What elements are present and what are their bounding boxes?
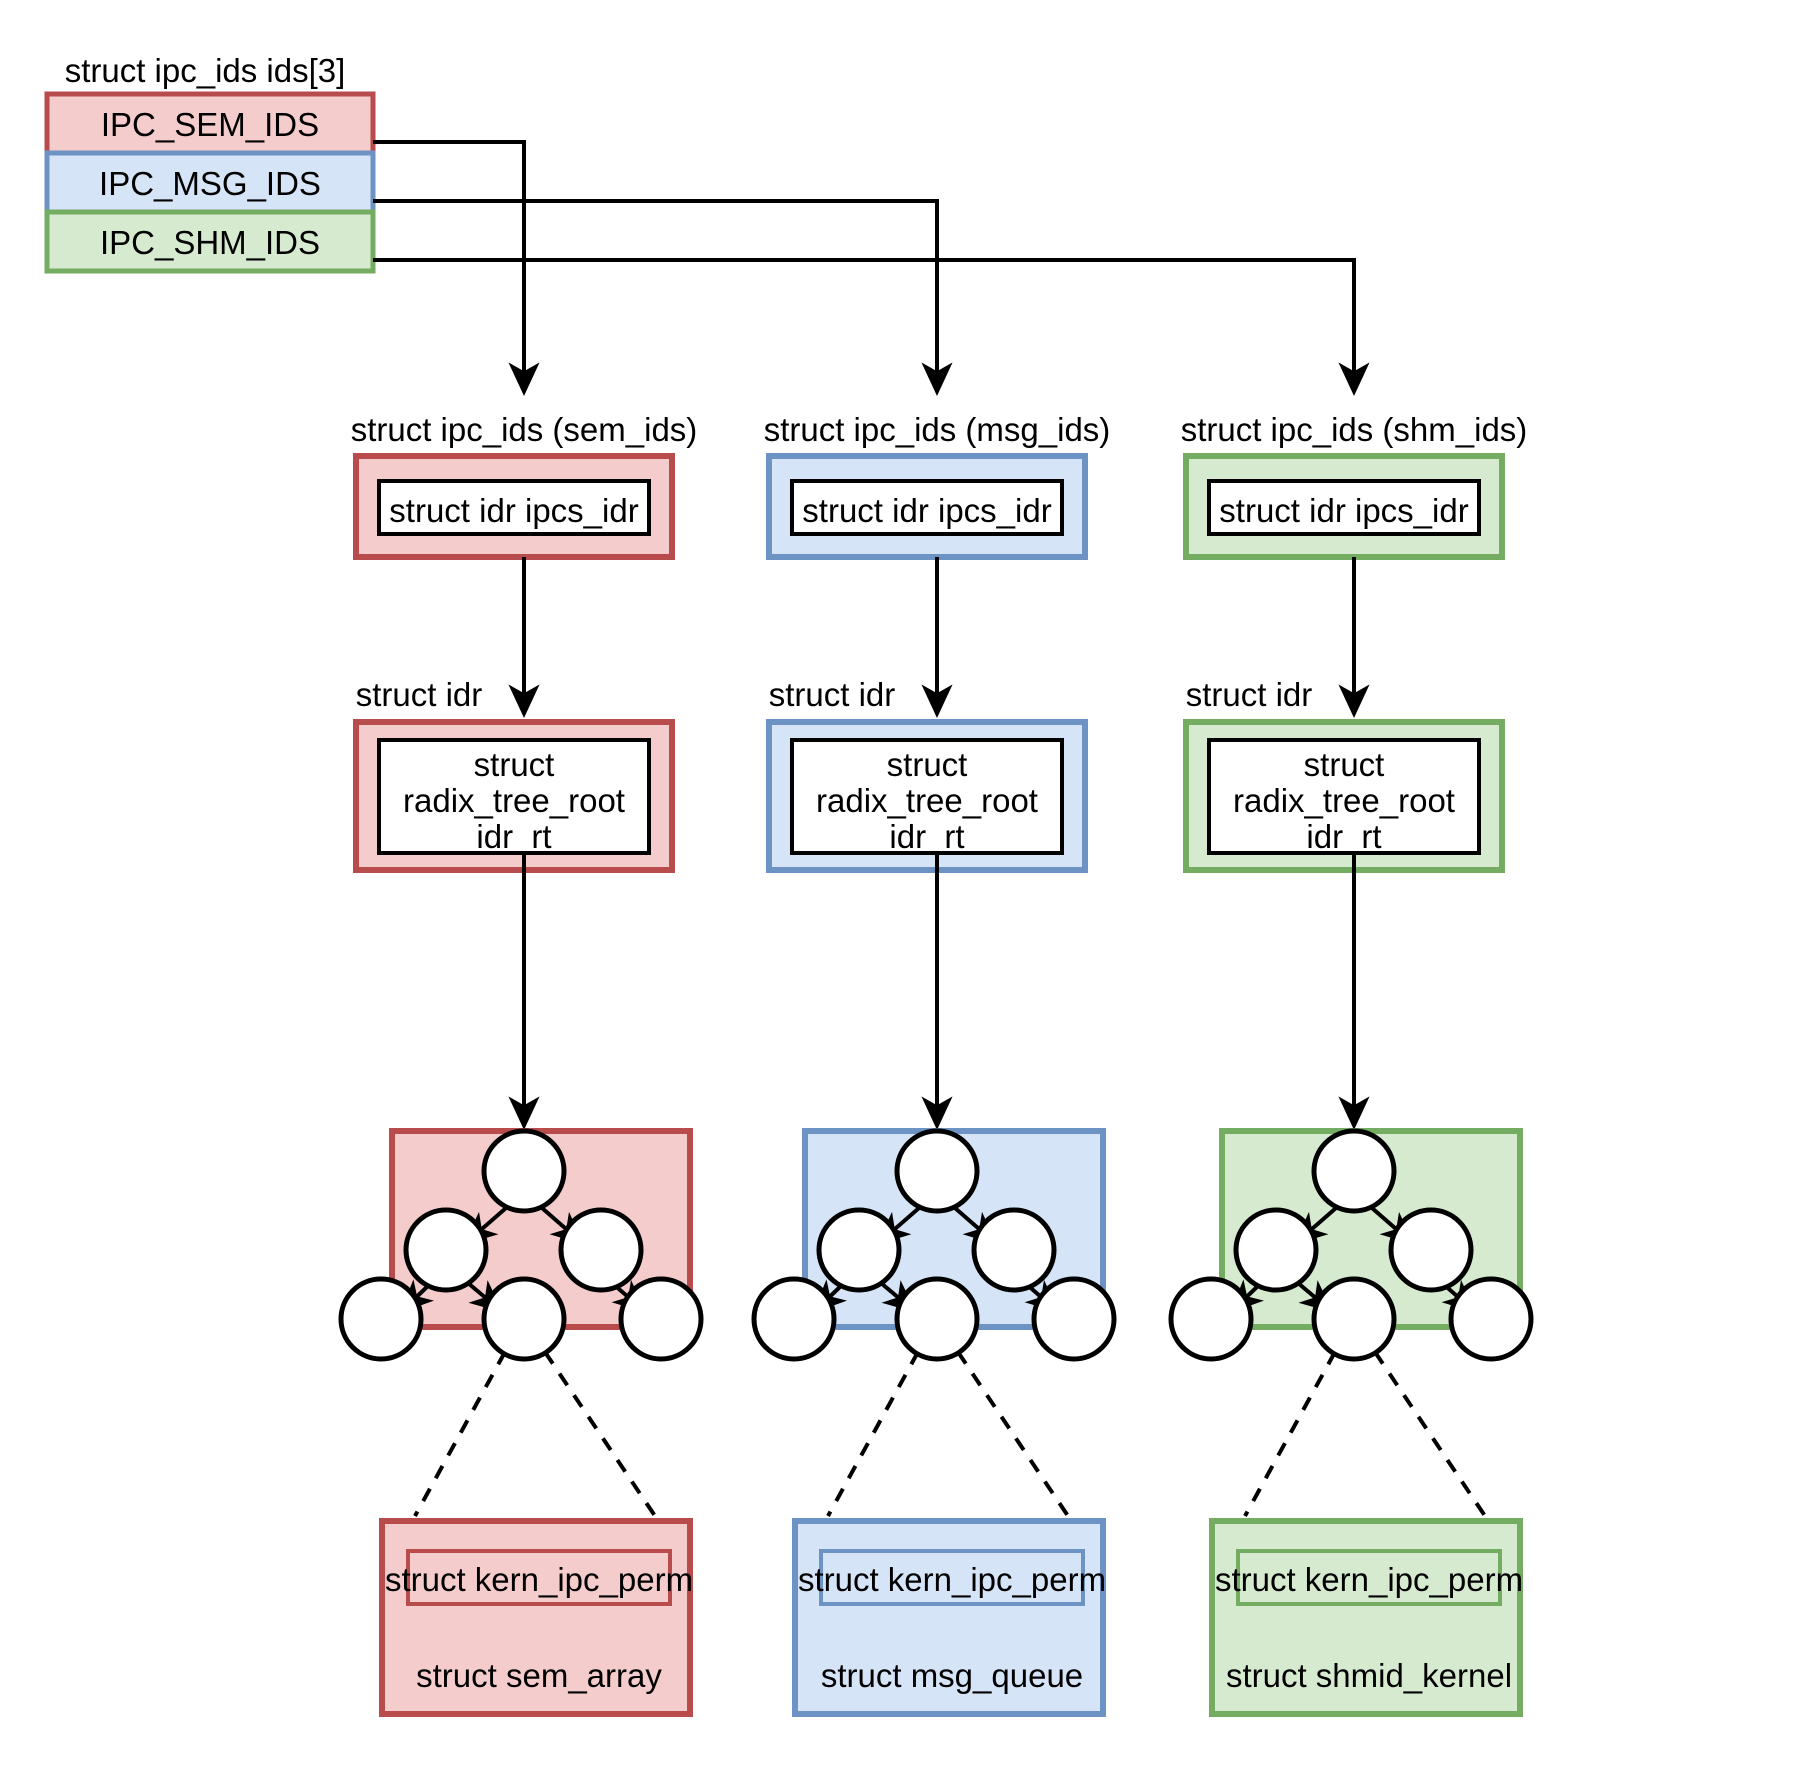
- shm-tree-node-root[interactable]: [1311, 1128, 1397, 1214]
- sem-kern-ipc-perm-label: struct kern_ipc_perm: [385, 1561, 693, 1598]
- shm-idr-rt-line-1: struct: [1304, 746, 1385, 783]
- shm-object-label: struct shmid_kernel: [1226, 1657, 1512, 1694]
- sem-ipcs-idr-field[interactable]: [377, 479, 651, 536]
- msg-ipcs-idr-label: struct idr ipcs_idr: [802, 492, 1051, 529]
- shm-kern-ipc-perm-label: struct kern_ipc_perm: [1215, 1561, 1523, 1598]
- msg-object-label: struct msg_queue: [821, 1657, 1083, 1694]
- column-sem: struct ipc_ids (sem_ids) struct idr ipcs…: [338, 411, 704, 1717]
- ids-array-cell-shm-label: IPC_SHM_IDS: [100, 224, 320, 261]
- msg-idr-rt-line-3: idr_rt: [889, 818, 964, 855]
- sem-kern-ipc-perm-field[interactable]: [406, 1549, 672, 1606]
- shm-idr-caption: struct idr: [1186, 676, 1313, 713]
- column-msg: struct ipc_ids (msg_ids) struct idr ipcs…: [751, 411, 1117, 1717]
- ids-array-cell-shm[interactable]: [44, 209, 376, 274]
- msg-dashed-right: [956, 1350, 1070, 1518]
- shm-tree-node-ll[interactable]: [1168, 1276, 1254, 1362]
- shm-dashed-left: [1243, 1351, 1337, 1517]
- msg-ipc-ids-caption: struct ipc_ids (msg_ids): [764, 411, 1111, 448]
- sem-ipcs-idr-label: struct idr ipcs_idr: [389, 492, 638, 529]
- shm-dashed-right: [1373, 1350, 1487, 1518]
- sem-tree-node-rr[interactable]: [618, 1276, 704, 1362]
- shm-tree-node-rr[interactable]: [1448, 1276, 1534, 1362]
- msg-tree-node-l[interactable]: [816, 1207, 902, 1293]
- shm-idr-rt-line-2: radix_tree_root: [1233, 782, 1455, 819]
- sem-tree-node-l[interactable]: [403, 1207, 489, 1293]
- msg-tree-node-rr[interactable]: [1031, 1276, 1117, 1362]
- msg-idr-rt-line-2: radix_tree_root: [816, 782, 1038, 819]
- column-shm: struct ipc_ids (shm_ids) struct idr ipcs…: [1168, 411, 1534, 1717]
- sem-object-label: struct sem_array: [416, 1657, 662, 1694]
- connector-shm: [373, 258, 1370, 396]
- shm-idr-rt-line-3: idr_rt: [1306, 818, 1381, 855]
- shm-ipcs-idr-label: struct idr ipcs_idr: [1219, 492, 1468, 529]
- sem-idr-rt-line-1: struct: [474, 746, 555, 783]
- ids-array-title: struct ipc_ids ids[3]: [65, 52, 346, 89]
- sem-tree-node-root[interactable]: [481, 1128, 567, 1214]
- ids-array-cell-msg-label: IPC_MSG_IDS: [99, 165, 321, 202]
- msg-tree-node-root[interactable]: [894, 1128, 980, 1214]
- sem-tree-node-r[interactable]: [558, 1207, 644, 1293]
- msg-idr-rt-field[interactable]: [790, 738, 1064, 855]
- sem-dashed-left: [413, 1351, 507, 1517]
- msg-idr-caption: struct idr: [769, 676, 896, 713]
- connector-sem: [373, 140, 540, 396]
- ids-array-cell-sem-label: IPC_SEM_IDS: [101, 106, 319, 143]
- shm-tree-node-l[interactable]: [1233, 1207, 1319, 1293]
- sem-tree-node-ll[interactable]: [338, 1276, 424, 1362]
- msg-kern-ipc-perm-field[interactable]: [819, 1549, 1085, 1606]
- msg-tree-node-r[interactable]: [971, 1207, 1057, 1293]
- shm-idr-rt-field[interactable]: [1207, 738, 1481, 855]
- msg-idr-rt-line-1: struct: [887, 746, 968, 783]
- shm-tree-node-r[interactable]: [1388, 1207, 1474, 1293]
- sem-tree-node-lr[interactable]: [481, 1276, 567, 1362]
- msg-tree-node-ll[interactable]: [751, 1276, 837, 1362]
- sem-idr-rt-line-2: radix_tree_root: [403, 782, 625, 819]
- sem-idr-rt-line-3: idr_rt: [476, 818, 551, 855]
- shm-ipc-ids-caption: struct ipc_ids (shm_ids): [1181, 411, 1528, 448]
- sem-idr-rt-field[interactable]: [377, 738, 651, 855]
- shm-kern-ipc-perm-field[interactable]: [1236, 1549, 1502, 1606]
- msg-dashed-left: [826, 1351, 920, 1517]
- sem-idr-caption: struct idr: [356, 676, 483, 713]
- sem-dashed-right: [543, 1350, 657, 1518]
- connector-msg: [373, 199, 953, 396]
- shm-tree-node-lr[interactable]: [1311, 1276, 1397, 1362]
- msg-ipcs-idr-field[interactable]: [790, 479, 1064, 536]
- ids-array-group: struct ipc_ids ids[3] IPC_SEM_IDS IPC_MS…: [44, 52, 376, 274]
- array-to-column-connectors: [373, 140, 1370, 396]
- shm-ipcs-idr-field[interactable]: [1207, 479, 1481, 536]
- msg-tree-node-lr[interactable]: [894, 1276, 980, 1362]
- sem-ipc-ids-caption: struct ipc_ids (sem_ids): [351, 411, 698, 448]
- msg-kern-ipc-perm-label: struct kern_ipc_perm: [798, 1561, 1106, 1598]
